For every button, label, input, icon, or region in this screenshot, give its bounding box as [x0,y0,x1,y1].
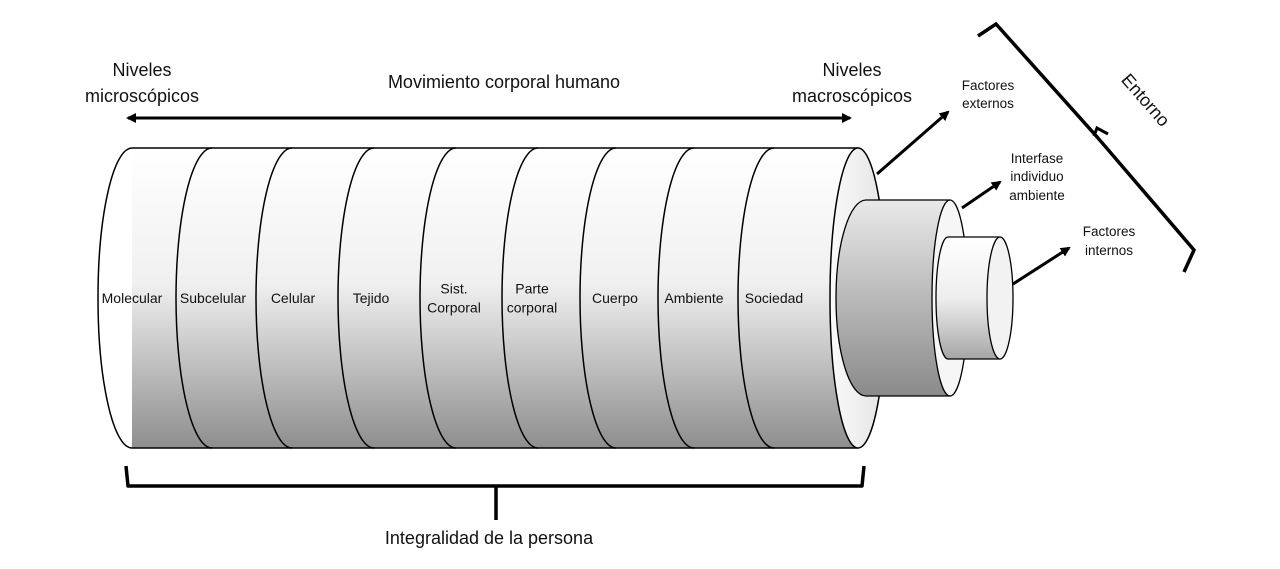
cylinder-body [132,148,858,448]
diagram-title: Movimiento corporal humano [388,72,620,92]
ring-divider [255,147,293,449]
entorno-bracket [977,21,1197,273]
integralidad-label: Integralidad de la persona [385,528,594,548]
arrow-factores-externos [876,110,950,176]
integralidad-bracket [124,465,866,520]
micro-label-line2: microscópicos [85,86,199,106]
factores-externos-line2: externos [962,96,1014,111]
factores-internos-line2: internos [1085,243,1133,258]
level-label-ambiente: Ambiente [664,290,723,306]
interfase-line2: individuo [1010,169,1063,184]
level-label-sociedad: Sociedad [745,290,803,306]
level-label-sist-corporal: Sist.Corporal [427,281,481,316]
interfase-line3: ambiente [1009,188,1065,203]
macro-label-line2: macroscópicos [792,86,912,106]
micro-label-line1: Niveles [112,60,171,80]
entorno-label: Entorno [1117,70,1173,131]
factores-externos-line1: Factores [962,78,1015,93]
level-label-celular: Celular [271,290,316,306]
small-cylinder [935,236,1014,360]
arrow-factores-internos [1012,246,1071,286]
level-label-tejido: Tejido [353,290,390,306]
factores-internos-line1: Factores [1083,224,1136,239]
ring-divider [657,147,695,449]
level-label-subcelular: Subcelular [180,290,246,306]
ring-divider [337,147,375,449]
ring-divider [419,147,457,449]
entorno-bracket-tip [1092,125,1109,137]
ring-divider [579,147,617,449]
ring-dividers [175,147,775,449]
ring-divider [737,147,775,449]
level-label-molecular: Molecular [102,290,163,306]
macro-label-line1: Niveles [822,60,881,80]
ring-divider [175,147,213,449]
interfase-line1: Interfase [1011,151,1064,166]
ring-divider [501,147,539,449]
level-labels: Molecular Subcelular Celular Tejido Sist.Cor… [102,281,804,316]
arrow-interfase [961,180,1002,210]
level-label-cuerpo: Cuerpo [592,290,638,306]
